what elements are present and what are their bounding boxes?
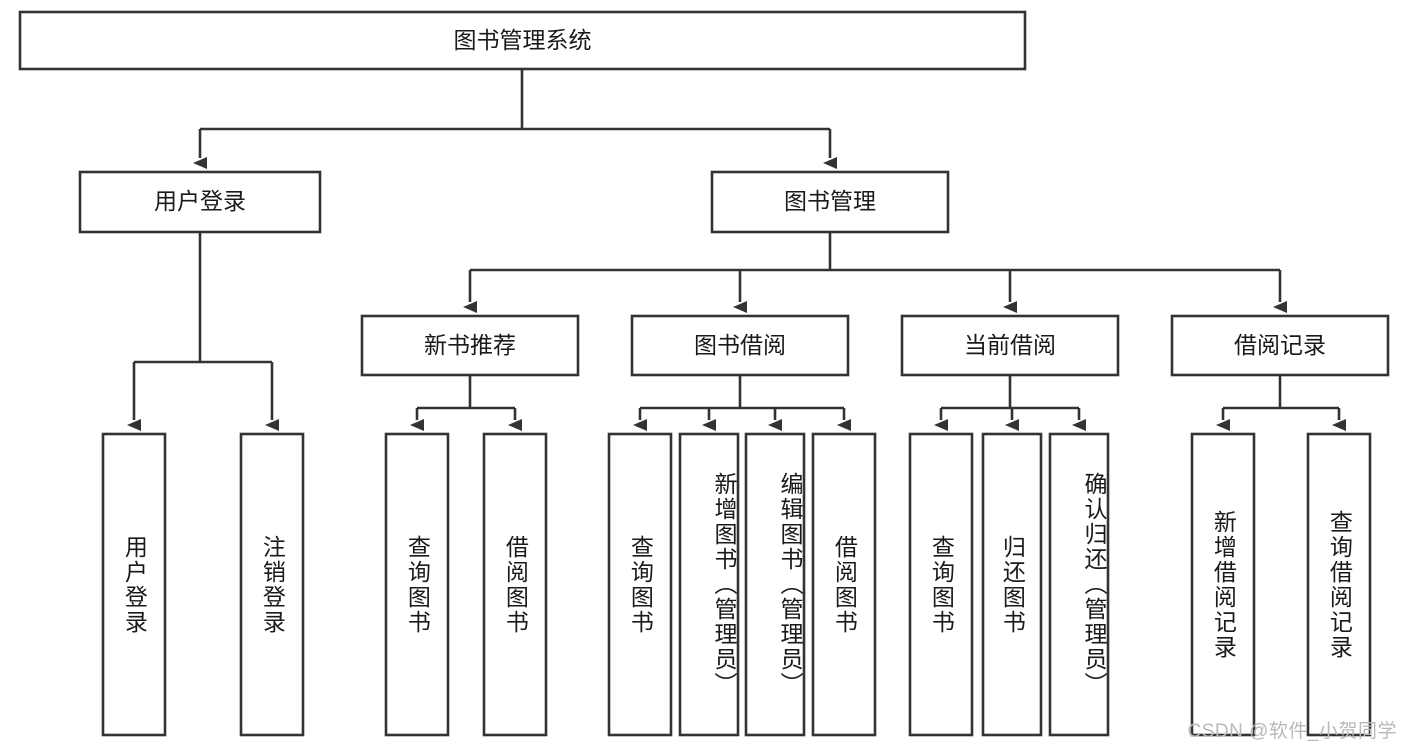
node-box-book-borrow[interactable] bbox=[630, 314, 850, 377]
node-box-borrow-record[interactable] bbox=[1170, 314, 1390, 377]
node-box-leaf-borrow-book-newbook[interactable] bbox=[482, 432, 548, 737]
node-box-root[interactable] bbox=[18, 10, 1027, 71]
node-box-leaf-add-borrow-record[interactable] bbox=[1190, 432, 1256, 737]
node-boxes bbox=[18, 10, 1390, 737]
node-box-leaf-query-book-current[interactable] bbox=[908, 432, 974, 737]
watermark-text: CSDN @软件_小贺同学 bbox=[1187, 721, 1397, 742]
node-box-leaf-query-borrow-record[interactable] bbox=[1306, 432, 1372, 737]
node-box-current-borrow[interactable] bbox=[900, 314, 1120, 377]
node-box-leaf-borrow-book[interactable] bbox=[811, 432, 877, 737]
node-box-leaf-query-book-newbook[interactable] bbox=[384, 432, 450, 737]
node-box-new-book-recommend[interactable] bbox=[360, 314, 580, 377]
node-box-book-management[interactable] bbox=[710, 170, 950, 234]
node-box-leaf-add-book-admin[interactable] bbox=[678, 432, 740, 737]
node-box-leaf-user-login[interactable] bbox=[101, 432, 167, 737]
node-box-leaf-query-book-borrow[interactable] bbox=[607, 432, 673, 737]
node-box-leaf-confirm-return-admin[interactable] bbox=[1048, 432, 1110, 737]
node-box-leaf-return-book[interactable] bbox=[981, 432, 1043, 737]
node-box-leaf-logout[interactable] bbox=[239, 432, 305, 737]
node-box-leaf-edit-book-admin[interactable] bbox=[744, 432, 806, 737]
node-box-user-login[interactable] bbox=[78, 170, 322, 234]
connectors bbox=[127, 69, 1346, 431]
